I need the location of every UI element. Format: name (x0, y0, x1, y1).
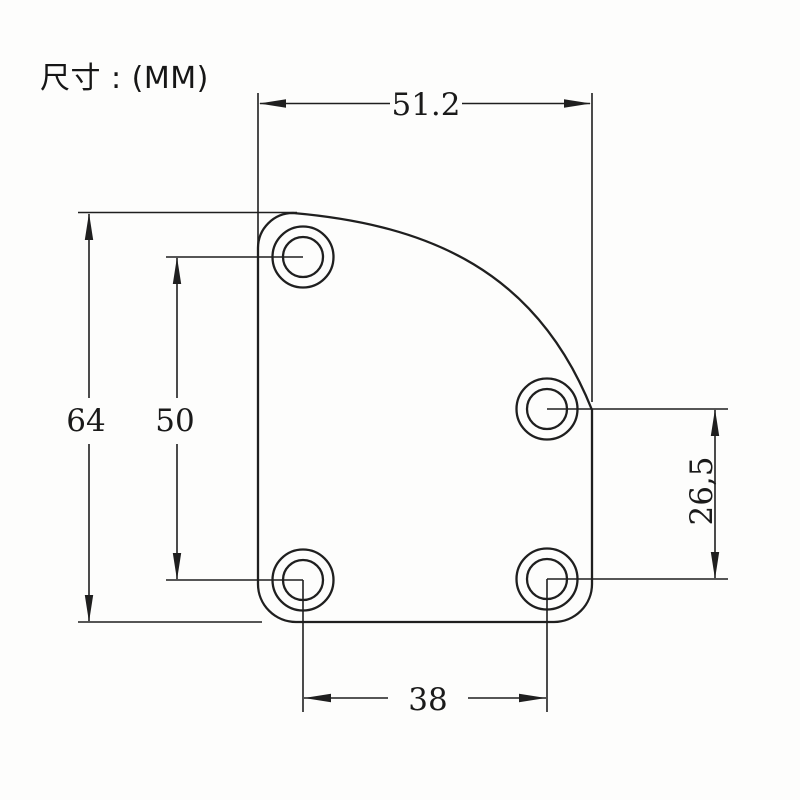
arrowhead-right (564, 99, 591, 108)
dimension-label-right-hole-offset: 26,5 (684, 456, 720, 525)
arrowhead-up (172, 257, 182, 284)
arrowhead-left (304, 693, 331, 703)
dimension-label-left-hole-spacing: 50 (155, 403, 194, 439)
arrowhead-left (259, 99, 286, 108)
arrowhead-right (519, 693, 546, 703)
arrowhead-down (710, 552, 720, 579)
plate-outline (256, 211, 594, 624)
arrowhead-down (172, 553, 182, 580)
dimension-overall-height: 64 (66, 211, 297, 623)
dimension-label-overall-width: 51.2 (391, 87, 460, 123)
arrowhead-up (84, 213, 94, 240)
dimension-left-hole-spacing: 50 (155, 256, 303, 581)
arrowhead-down (84, 595, 94, 622)
dimension-label-overall-height: 64 (66, 403, 105, 439)
arrowhead-up (710, 409, 720, 436)
dimension-overall-width: 51.2 (257, 87, 593, 402)
dimension-label-bottom-hole-spacing: 38 (408, 682, 447, 718)
drawing-title: 尺寸 : (MM) (40, 61, 209, 96)
dimension-bottom-hole-spacing: 38 (302, 579, 548, 718)
dimension-right-hole-offset: 26,5 (547, 408, 728, 580)
